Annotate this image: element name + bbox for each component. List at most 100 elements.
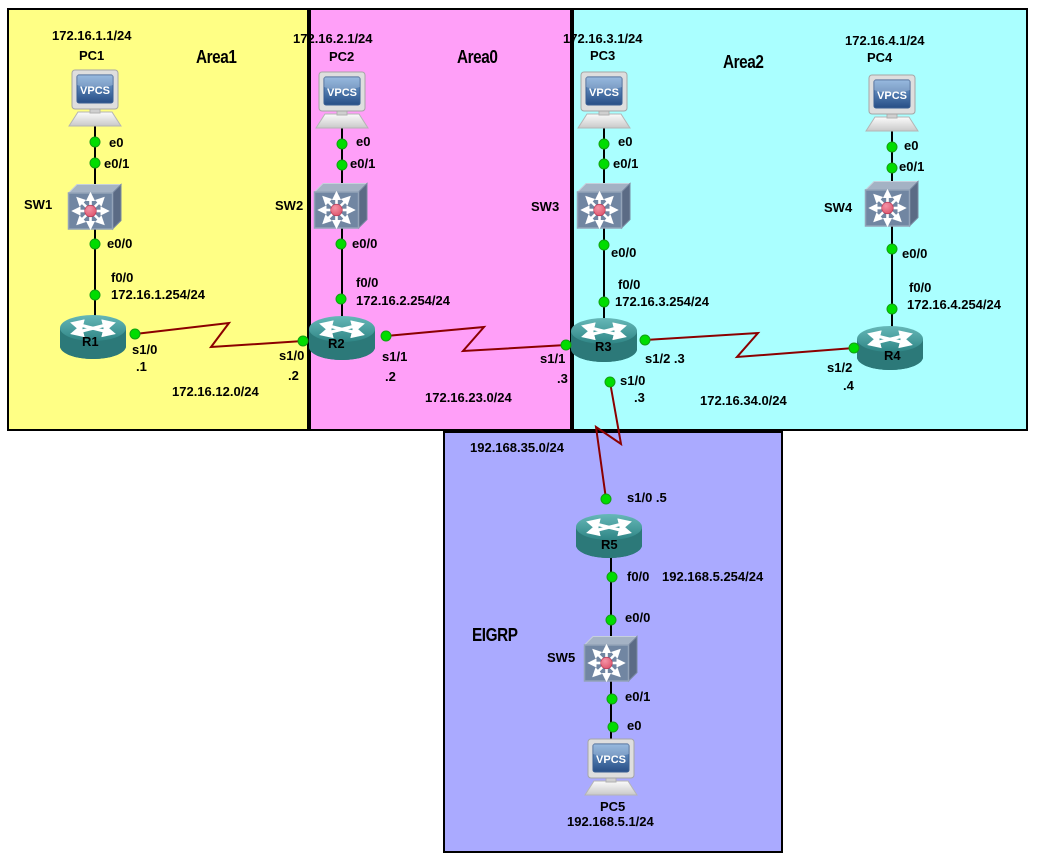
label-r5-f0-0: f0/0: [627, 569, 650, 584]
device-r3-router-icon[interactable]: [570, 317, 638, 368]
label-sw5-e0-1: e0/1: [625, 689, 651, 704]
label-pc2-ip: 172.16.2.1/24: [293, 31, 373, 46]
label-r4-name: R4: [884, 348, 901, 363]
label-r2-s1-0: s1/0: [279, 348, 305, 363]
label-r3-s1-1: s1/1: [540, 351, 566, 366]
label-sw4-name: SW4: [824, 200, 853, 215]
label-net-172-16-34: 172.16.34.0/24: [700, 393, 787, 408]
device-r2-router-icon[interactable]: [308, 315, 376, 366]
label-r4-s1-2-host: .4: [843, 378, 854, 393]
label-r2-s1-0-host: .2: [288, 368, 299, 383]
status-dot-r3-s1-2: [639, 334, 651, 346]
device-sw3-switch-icon[interactable]: [576, 182, 632, 235]
label-area0-title: Area0: [457, 47, 498, 67]
label-r3-s1-2: s1/2 .3: [645, 351, 685, 366]
label-sw5-name: SW5: [547, 650, 576, 665]
label-pc4-e0-1: e0/1: [899, 159, 925, 174]
svg-text:VPCS: VPCS: [877, 90, 907, 102]
status-dot-sw5-e0-0: [605, 614, 617, 626]
status-dot-r5-f0-0: [606, 571, 618, 583]
label-pc1-ip: 172.16.1.1/24: [52, 28, 132, 43]
label-r1-f0-0: f0/0: [111, 270, 134, 285]
label-r3-s1-0: s1/0: [620, 373, 646, 388]
label-area1-title: Area1: [196, 47, 237, 67]
status-dot-r2-s1-0: [297, 335, 309, 347]
device-sw4-switch-icon[interactable]: [864, 180, 920, 233]
svg-text:VPCS: VPCS: [596, 754, 626, 766]
link-r3-r4[interactable]: [644, 331, 855, 359]
status-dot-r4-s1-2: [848, 342, 860, 354]
status-dot-r4-f0-0: [886, 303, 898, 315]
status-dot-pc5-e0: [607, 721, 619, 733]
label-pc5-ip: 192.168.5.1/24: [567, 814, 654, 829]
region-area2: [572, 8, 1028, 431]
status-dot-r3-f0-0: [598, 296, 610, 308]
label-r1-name: R1: [82, 334, 99, 349]
label-pc4-ip: 172.16.4.1/24: [845, 33, 925, 48]
label-r3-f0-0-ip: 172.16.3.254/24: [615, 294, 709, 309]
label-r3-f0-0: f0/0: [618, 277, 641, 292]
status-dot-sw3-e0-0: [598, 239, 610, 251]
status-dot-pc3-e0-1: [598, 158, 610, 170]
label-r5-s1-0: s1/0 .5: [627, 490, 667, 505]
device-r5-router-icon[interactable]: [575, 513, 643, 564]
label-pc4-name: PC4: [867, 50, 893, 65]
status-dot-sw5-e0-1: [606, 693, 618, 705]
label-sw1-name: SW1: [24, 197, 53, 212]
status-dot-pc2-e0: [336, 138, 348, 150]
label-r3-s1-0-host: .3: [634, 390, 645, 405]
label-r4-f0-0: f0/0: [909, 280, 932, 295]
status-dot-pc4-e0-1: [886, 162, 898, 174]
svg-text:VPCS: VPCS: [589, 87, 619, 99]
region-area1: [7, 8, 309, 431]
label-pc2-e0: e0: [356, 134, 371, 149]
label-r2-f0-0: f0/0: [356, 275, 379, 290]
status-dot-r1-s1-0: [129, 328, 141, 340]
status-dot-pc1-e0: [89, 136, 101, 148]
status-dot-pc3-e0: [598, 138, 610, 150]
status-dot-pc4-e0: [886, 141, 898, 153]
link-r2-r3[interactable]: [385, 325, 567, 353]
label-pc2-name: PC2: [329, 49, 355, 64]
status-dot-r2-s1-1: [380, 330, 392, 342]
label-r3-s1-1-host: .3: [557, 371, 568, 386]
label-r5-name: R5: [601, 537, 618, 552]
device-r4-router-icon[interactable]: [856, 325, 924, 376]
label-sw3-e0-0: e0/0: [611, 245, 637, 260]
label-sw2-name: SW2: [275, 198, 304, 213]
device-pc5-pc-icon[interactable]: VPCS: [579, 738, 643, 805]
device-sw1-switch-icon[interactable]: [67, 183, 123, 236]
label-r5-f0-0-ip: 192.168.5.254/24: [662, 569, 764, 584]
label-r3-name: R3: [595, 339, 612, 354]
label-r5-e0-0: e0/0: [625, 610, 651, 625]
device-pc4-pc-icon[interactable]: VPCS: [860, 74, 924, 141]
device-pc2-pc-icon[interactable]: VPCS: [310, 71, 374, 138]
device-sw5-switch-icon[interactable]: [583, 635, 639, 688]
label-r2-s1-1: s1/1: [382, 349, 408, 364]
device-pc3-pc-icon[interactable]: VPCS: [572, 71, 636, 138]
status-dot-sw1-e0-0: [89, 238, 101, 250]
label-pc3-e0-1: e0/1: [613, 156, 639, 171]
label-r1-f0-0-ip: 172.16.1.254/24: [111, 287, 205, 302]
label-pc3-name: PC3: [590, 48, 616, 63]
label-pc4-e0: e0: [904, 138, 919, 153]
label-r4-f0-0-ip: 172.16.4.254/24: [907, 297, 1001, 312]
label-net-192-168-35: 192.168.35.0/24: [470, 440, 564, 455]
device-sw2-switch-icon[interactable]: [313, 182, 369, 235]
status-dot-sw2-e0-0: [335, 238, 347, 250]
status-dot-r1-f0-0: [89, 289, 101, 301]
label-r1-s1-0-host: .1: [136, 359, 147, 374]
label-eigrp-title: EIGRP: [472, 625, 518, 645]
label-pc3-ip: 172.16.3.1/24: [563, 31, 643, 46]
label-pc5-e0: e0: [627, 718, 642, 733]
link-r3-r5[interactable]: [594, 381, 623, 500]
label-r2-f0-0-ip: 172.16.2.254/24: [356, 293, 450, 308]
label-net-172-16-12: 172.16.12.0/24: [172, 384, 259, 399]
label-r2-name: R2: [328, 336, 345, 351]
label-pc5-name: PC5: [600, 799, 626, 814]
device-pc1-pc-icon[interactable]: VPCS: [63, 69, 127, 136]
device-r1-router-icon[interactable]: [59, 314, 127, 365]
label-r2-s1-1-host: .2: [385, 369, 396, 384]
link-r1-r2[interactable]: [134, 321, 304, 349]
label-pc3-e0: e0: [618, 134, 633, 149]
